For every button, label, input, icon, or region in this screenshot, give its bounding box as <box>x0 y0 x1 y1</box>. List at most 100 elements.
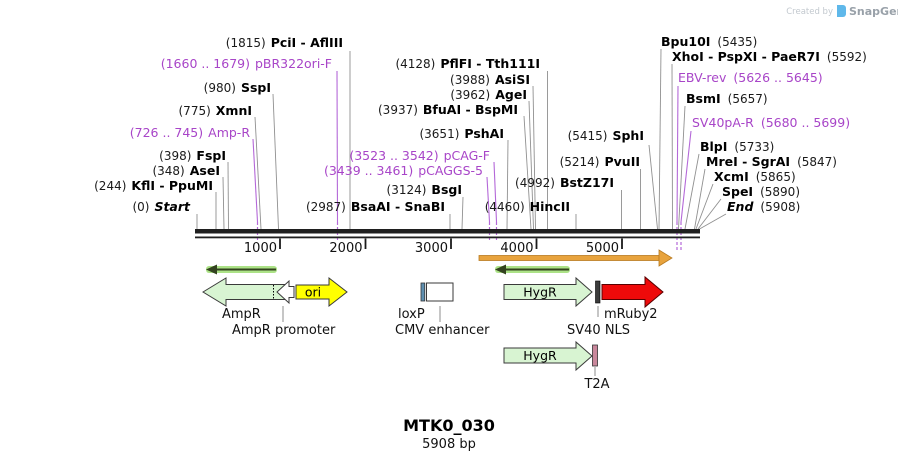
site-mrei-sgrai: MreI - SgrAI(5847) <box>706 154 837 169</box>
features-row-1-labels: AmpR AmpR promoter loxP CMV enhancer mRu… <box>222 306 658 338</box>
site-xhoi-pspxi-paer7i: XhoI - PspXI - PaeR7I(5592) <box>672 49 867 64</box>
mruby2-caption: mRuby2 <box>604 307 658 322</box>
line-pshai <box>506 139 509 230</box>
line-ebv-rev <box>676 85 679 223</box>
site-bpu10i: Bpu10I(5435) <box>661 34 757 49</box>
loxp-caption: loxP <box>398 307 425 322</box>
site-fspi: (398)FspI <box>159 148 226 163</box>
plasmid-size: 5908 bp <box>422 437 476 452</box>
site-labels-right: Bpu10I(5435) XhoI - PspXI - PaeR7I(5592)… <box>661 34 867 214</box>
site-labels-left: (0)Start (244)KflI - PpuMI (348)AseI (39… <box>94 35 343 214</box>
sv40-nls-caption: SV40 NLS <box>567 323 630 338</box>
hygr-feature-arrow <box>503 276 593 308</box>
line-sphi <box>648 144 658 230</box>
site-kfli-ppumi: (244)KflI - PpuMI <box>94 178 213 193</box>
line-agei <box>528 100 534 230</box>
features-row-1: ori HygR <box>202 275 664 309</box>
primer-pcaggs-5: (3439 .. 3461)pCAGGS-5 <box>324 163 483 178</box>
site-start: (0)Start <box>132 199 191 214</box>
primer-ebv-rev: EBV-rev(5626 .. 5645) <box>678 70 823 85</box>
site-sphi: (5415)SphI <box>568 128 644 143</box>
orange-orf-arrow-head <box>658 249 673 267</box>
ruler-label-1000: 1000 <box>244 241 277 256</box>
site-asei: (348)AseI <box>152 163 220 178</box>
line-xhoi <box>671 63 673 230</box>
green-arrow-2-head <box>495 264 506 275</box>
line-bsmi <box>678 105 686 230</box>
cmv-enhancer-caption: CMV enhancer <box>395 323 490 338</box>
line-xmni <box>254 116 262 230</box>
site-bsaai-snabi: (2987)BsaAI - SnaBI <box>306 199 445 214</box>
site-pflfi-tth111i: (4128)PflFI - Tth111I <box>395 56 540 71</box>
site-end: End(5908) <box>727 199 800 214</box>
mruby2-feature-arrow <box>601 275 664 309</box>
t2a-caption: T2A <box>583 377 609 392</box>
ampr-promoter-arrow <box>276 279 295 305</box>
line-spei <box>697 198 722 230</box>
site-asisi: (3988)AsiSI <box>450 72 530 87</box>
site-bstz17i: (4992)BstZ17I <box>515 175 614 190</box>
map-title: MTK0_030 5908 bp <box>403 416 495 452</box>
hygr-label: HygR <box>523 285 557 300</box>
map-backbone <box>195 229 700 239</box>
line-bpu10i <box>658 48 662 230</box>
line-sv40pa-r <box>680 130 692 223</box>
loxp-site-bar <box>420 282 426 302</box>
line-bsgi <box>461 196 464 230</box>
line-bfuai <box>523 115 532 230</box>
ruler-label-5000: 5000 <box>586 241 619 256</box>
site-pcii-afliii: (1815)PciI - AflIII <box>226 35 343 50</box>
cmv-enhancer-box <box>426 282 454 302</box>
credit-brand: SnapGene <box>849 5 898 18</box>
site-bsmi: BsmI(5657) <box>686 91 768 106</box>
site-pshai: (3651)PshAI <box>419 126 504 141</box>
site-callout-lines <box>196 48 727 230</box>
features-row-2: HygR T2A <box>503 340 610 392</box>
ampr-caption: AmpR <box>222 307 261 322</box>
ampr-feature-arrow <box>202 277 288 307</box>
green-arrow-1-head <box>206 264 217 275</box>
ampr-promoter-caption: AmpR promoter <box>232 323 336 338</box>
orange-orf-arrow-shaft <box>478 255 660 261</box>
hygr2-label: HygR <box>523 348 557 363</box>
backbone-bar-thick <box>195 229 700 234</box>
line-pcaggs-5 <box>486 176 491 223</box>
line-amp-r <box>252 138 259 223</box>
line-asisi <box>532 85 536 230</box>
site-spei: SpeI(5890) <box>722 184 800 199</box>
site-hincii: (4460)HincII <box>485 199 570 214</box>
site-xmni: (775)XmnI <box>179 103 253 118</box>
ruler-label-4000: 4000 <box>500 241 533 256</box>
line-sspi <box>272 93 279 230</box>
hygr2-feature-arrow <box>503 340 593 372</box>
orf-arrows <box>206 249 673 275</box>
credit-prefix: Created by <box>786 7 833 17</box>
site-bfuai-bspmi: (3937)BfuAI - BspMI <box>378 102 518 117</box>
site-agei: (3962)AgeI <box>450 87 527 102</box>
site-labels-middle: (2987)BsaAI - SnaBI (3124)BsgI (3439 .. … <box>306 56 644 214</box>
backbone-bar-thin <box>195 236 700 239</box>
ruler: 1000 2000 3000 4000 5000 <box>244 238 623 256</box>
line-blpi <box>684 153 700 230</box>
site-pvuii: (5214)PvuII <box>560 154 640 169</box>
ori-feature-arrow <box>295 276 348 308</box>
primer-amp-r: (726 .. 745)Amp-R <box>130 125 251 140</box>
site-xcmi: XcmI(5865) <box>714 169 796 184</box>
site-sspi: (980)SspI <box>204 80 271 95</box>
primer-pcag-f: (3523 .. 3542)pCAG-F <box>349 148 490 163</box>
primer-pbr322ori-f: (1660 .. 1679)pBR322ori-F <box>161 56 332 71</box>
sv40-nls-bar <box>595 280 601 304</box>
line-end <box>699 213 727 230</box>
ruler-label-2000: 2000 <box>329 241 362 256</box>
ruler-label-3000: 3000 <box>415 241 448 256</box>
primer-sv40pa-r: SV40pA-R(5680 .. 5699) <box>692 115 850 130</box>
line-mrei <box>694 168 706 230</box>
line-pcag-f <box>493 161 498 223</box>
line-xcmi <box>695 183 714 230</box>
ori-label: ori <box>305 285 321 300</box>
plasmid-name: MTK0_030 <box>403 416 495 435</box>
snapgene-credit: Created by SnapGene <box>786 5 898 18</box>
t2a-bar <box>592 344 598 367</box>
